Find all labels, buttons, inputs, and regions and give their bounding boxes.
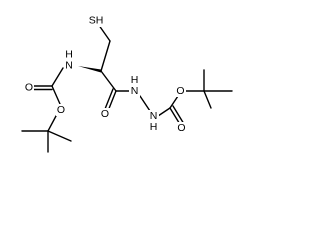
atom-label-n-left: N	[65, 60, 73, 72]
atom-label-h-hydrazide-1: H	[131, 74, 139, 86]
bond-c-o-left-single	[51, 85, 61, 105]
atom-label-n-hydrazide-2: N	[150, 110, 158, 122]
atom-label-o-right-ester: O	[176, 85, 184, 97]
bond-tbu-right-me3	[203, 90, 212, 109]
atom-label-o-right-carbonyl: O	[177, 122, 185, 134]
bond-c-o-right-single	[169, 95, 179, 109]
bond-c-o-double-b	[104, 88, 114, 110]
atom-label-h-left: H	[65, 49, 73, 61]
bond-o-cquat-left	[47, 115, 57, 132]
atom-label-sh: SH	[89, 15, 104, 27]
bond-nh-c-carbamate-right	[157, 107, 171, 117]
molecule-structure-drawing: SH N H O O O N H N H O O	[21, 14, 233, 153]
atom-label-o-amide: O	[101, 108, 109, 120]
bond-c-o-double-a	[107, 90, 117, 112]
bond-calpha-c-carbonyl	[100, 70, 117, 92]
bonds-group	[21, 20, 233, 153]
bond-calpha-n-wedge	[78, 66, 101, 73]
bond-tbu-left-me3	[47, 130, 72, 142]
bond-n-c-carbamate-left	[51, 67, 64, 87]
atom-label-n-hydrazide-1: N	[131, 85, 139, 97]
atom-label-o-left-ester: O	[57, 104, 65, 116]
atom-label-h-hydrazide-2: H	[150, 121, 158, 133]
bond-c-o-right-double-b	[172, 105, 185, 125]
bond-ch2-calpha	[100, 40, 111, 72]
atom-labels-group: SH N H O O O N H N H O O	[24, 14, 187, 134]
atom-label-o-left-carbonyl: O	[25, 82, 33, 94]
